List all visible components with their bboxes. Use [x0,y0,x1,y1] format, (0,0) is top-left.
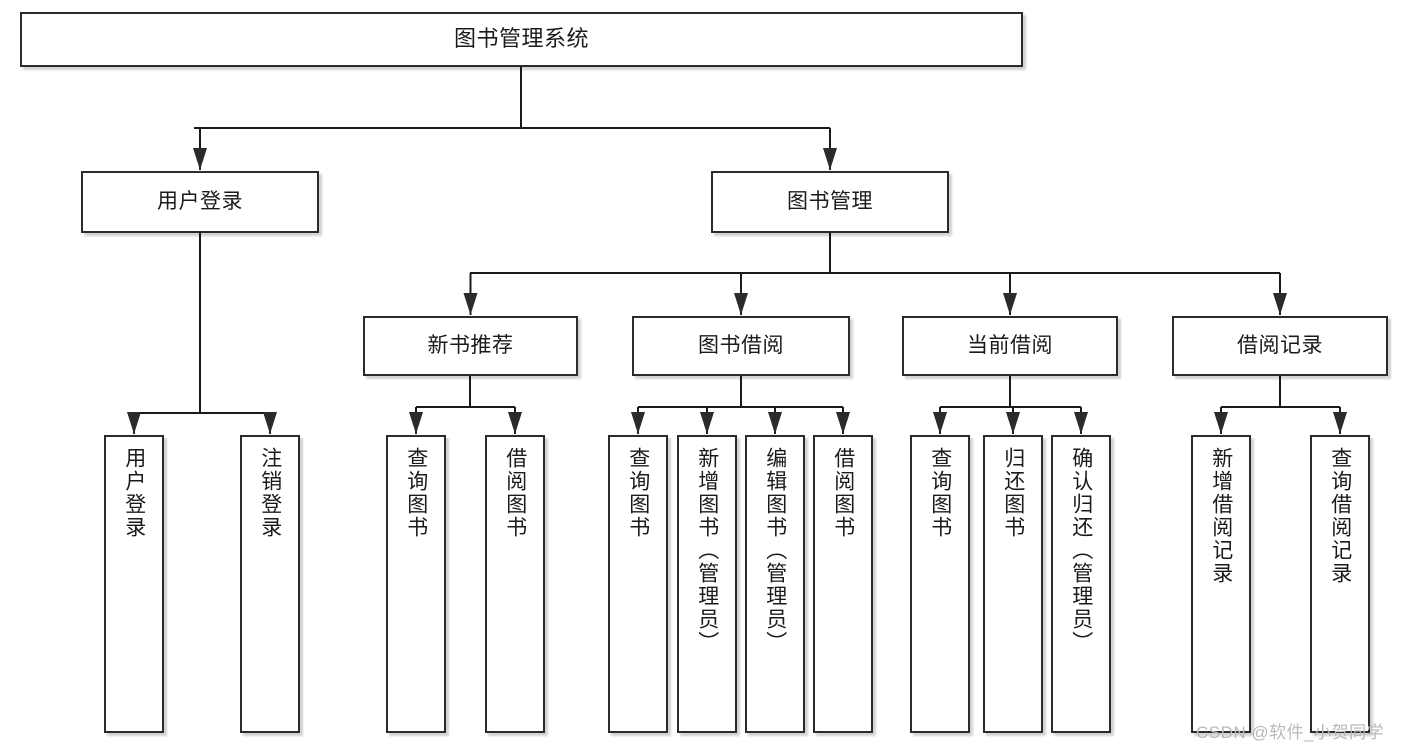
node-l2-book-borrow[interactable]: 图书借阅 [632,316,850,376]
node-leaf-add-book-admin[interactable]: 新增图书（管理员） [677,435,737,733]
arrowhead-leaf-borrow-book-1 [508,412,522,434]
node-l2-borrow-record[interactable]: 借阅记录 [1172,316,1388,376]
node-label: 归还图书 [1001,447,1025,539]
arrowhead-l1-user-login [193,148,207,170]
arrowhead-leaf-query-book-1 [409,412,423,434]
node-label: 注销登录 [258,447,282,539]
node-leaf-user-logout[interactable]: 注销登录 [240,435,300,733]
node-l1-book-manage[interactable]: 图书管理 [711,171,949,233]
node-leaf-query-book-1[interactable]: 查询图书 [386,435,446,733]
node-label: 借阅图书 [831,447,855,539]
node-label: 查询图书 [626,447,650,539]
node-label: 用户登录 [122,447,146,539]
node-leaf-query-book-2[interactable]: 查询图书 [608,435,668,733]
arrowhead-leaf-borrow-book-2 [836,412,850,434]
arrowhead-l2-new-book-rec [463,293,478,315]
arrowhead-l2-book-borrow [734,293,748,315]
node-leaf-confirm-return-admin[interactable]: 确认归还（管理员） [1051,435,1111,733]
node-leaf-query-book-3[interactable]: 查询图书 [910,435,970,733]
node-label: 新增图书（管理员） [695,447,719,654]
node-l2-current-borrow[interactable]: 当前借阅 [902,316,1118,376]
arrowhead-leaf-add-book-admin [700,412,714,434]
arrowhead-leaf-confirm-return-admin [1074,412,1088,434]
node-label: 借阅图书 [503,447,527,539]
arrowhead-l2-borrow-record [1273,293,1287,315]
arrowhead-leaf-query-book-3 [933,412,947,434]
node-leaf-borrow-book-2[interactable]: 借阅图书 [813,435,873,733]
arrowhead-l1-book-manage [823,148,837,170]
node-label: 新增借阅记录 [1209,447,1233,585]
node-leaf-edit-book-admin[interactable]: 编辑图书（管理员） [745,435,805,733]
node-label: 图书管理系统 [453,26,589,52]
node-leaf-borrow-book-1[interactable]: 借阅图书 [485,435,545,733]
arrowhead-leaf-add-borrow-record [1214,412,1228,434]
node-label: 用户登录 [157,190,243,214]
arrowhead-leaf-return-book [1006,412,1020,434]
arrowhead-leaf-user-logout [263,412,277,434]
node-leaf-query-borrow-record[interactable]: 查询借阅记录 [1310,435,1370,733]
node-l2-new-book-rec[interactable]: 新书推荐 [363,316,578,376]
arrowhead-leaf-query-book-2 [631,412,645,434]
node-root[interactable]: 图书管理系统 [20,12,1023,67]
arrowhead-l2-current-borrow [1003,293,1017,315]
node-label: 确认归还（管理员） [1069,447,1093,654]
node-label: 查询借阅记录 [1328,447,1352,585]
node-label: 图书管理 [787,190,873,214]
arrowhead-leaf-query-borrow-record [1333,412,1347,434]
node-label: 查询图书 [928,447,952,539]
node-leaf-user-login[interactable]: 用户登录 [104,435,164,733]
node-l1-user-login[interactable]: 用户登录 [81,171,319,233]
node-label: 借阅记录 [1237,334,1323,358]
node-label: 图书借阅 [698,334,784,358]
node-label: 新书推荐 [427,334,514,358]
node-label: 当前借阅 [967,334,1053,358]
arrowhead-leaf-user-login [127,412,141,434]
node-label: 查询图书 [404,447,428,539]
arrowhead-leaf-edit-book-admin [768,412,782,434]
node-label: 编辑图书（管理员） [763,447,787,654]
node-leaf-return-book[interactable]: 归还图书 [983,435,1043,733]
node-leaf-add-borrow-record[interactable]: 新增借阅记录 [1191,435,1251,733]
